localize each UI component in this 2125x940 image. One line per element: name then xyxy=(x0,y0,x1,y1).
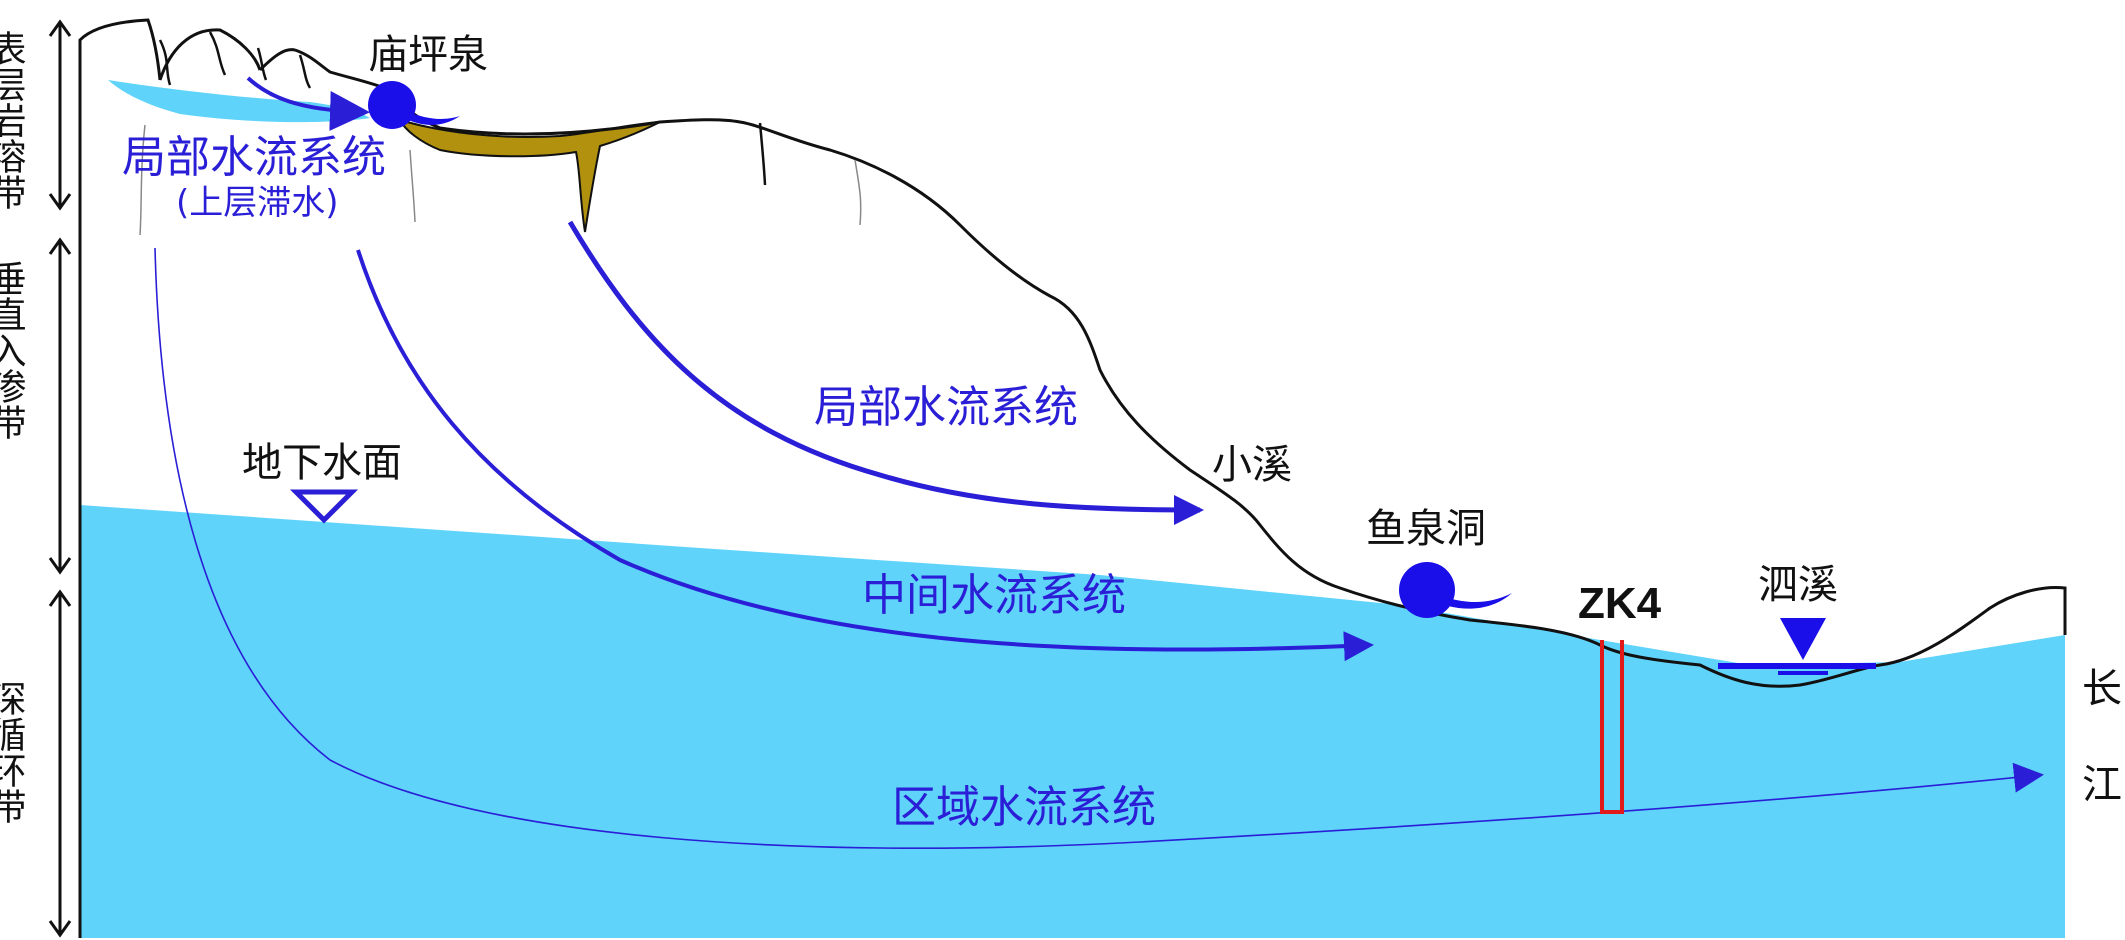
zone-deep-label: 深循环带 xyxy=(0,680,26,824)
stream-label: 小溪 xyxy=(1212,442,1292,488)
yangtze-label-bottom: 江 xyxy=(2082,762,2122,808)
spring-miaoping-label: 庙坪泉 xyxy=(368,32,488,78)
spring-yuquan-cave xyxy=(1399,562,1512,618)
intermediate-flow-arrow xyxy=(356,249,1374,662)
water-table-symbol xyxy=(289,489,359,524)
local-flow-perched-label: 局部水流系统 xyxy=(122,132,386,183)
local-flow-label: 局部水流系统 xyxy=(814,382,1078,433)
river-sixi-symbol xyxy=(1718,618,1876,675)
spring-miaoping xyxy=(368,81,460,129)
yangtze-label-top: 长 xyxy=(2082,666,2122,712)
zone-arrows xyxy=(48,19,72,938)
clay-layer xyxy=(398,118,661,233)
perched-water-label: (上层滞水) xyxy=(176,183,339,223)
regional-flow-arrow xyxy=(154,247,2044,849)
zone-epikarst-label: 表层岩溶带 xyxy=(0,30,27,210)
water-table-label: 地下水面 xyxy=(242,440,402,486)
karst-fissures-thin xyxy=(139,124,862,236)
river-sixi-label: 泗溪 xyxy=(1758,562,1838,608)
zone-vadose-label: 垂直入渗带 xyxy=(0,260,26,440)
intermediate-flow-label: 中间水流系统 xyxy=(862,570,1126,621)
local-flow-arrow xyxy=(567,220,1204,525)
perched-flow-arrow xyxy=(246,76,370,131)
land-surface xyxy=(78,18,2067,938)
borehole-label: ZK4 xyxy=(1578,579,1662,628)
groundwater-body xyxy=(80,505,2065,938)
perched-water-lens xyxy=(108,80,370,123)
borehole-zk4 xyxy=(1600,640,1624,814)
regional-flow-label: 区域水流系统 xyxy=(892,782,1156,833)
karst-fissures xyxy=(158,31,767,186)
cave-yuquan-label: 鱼泉洞 xyxy=(1366,506,1486,552)
